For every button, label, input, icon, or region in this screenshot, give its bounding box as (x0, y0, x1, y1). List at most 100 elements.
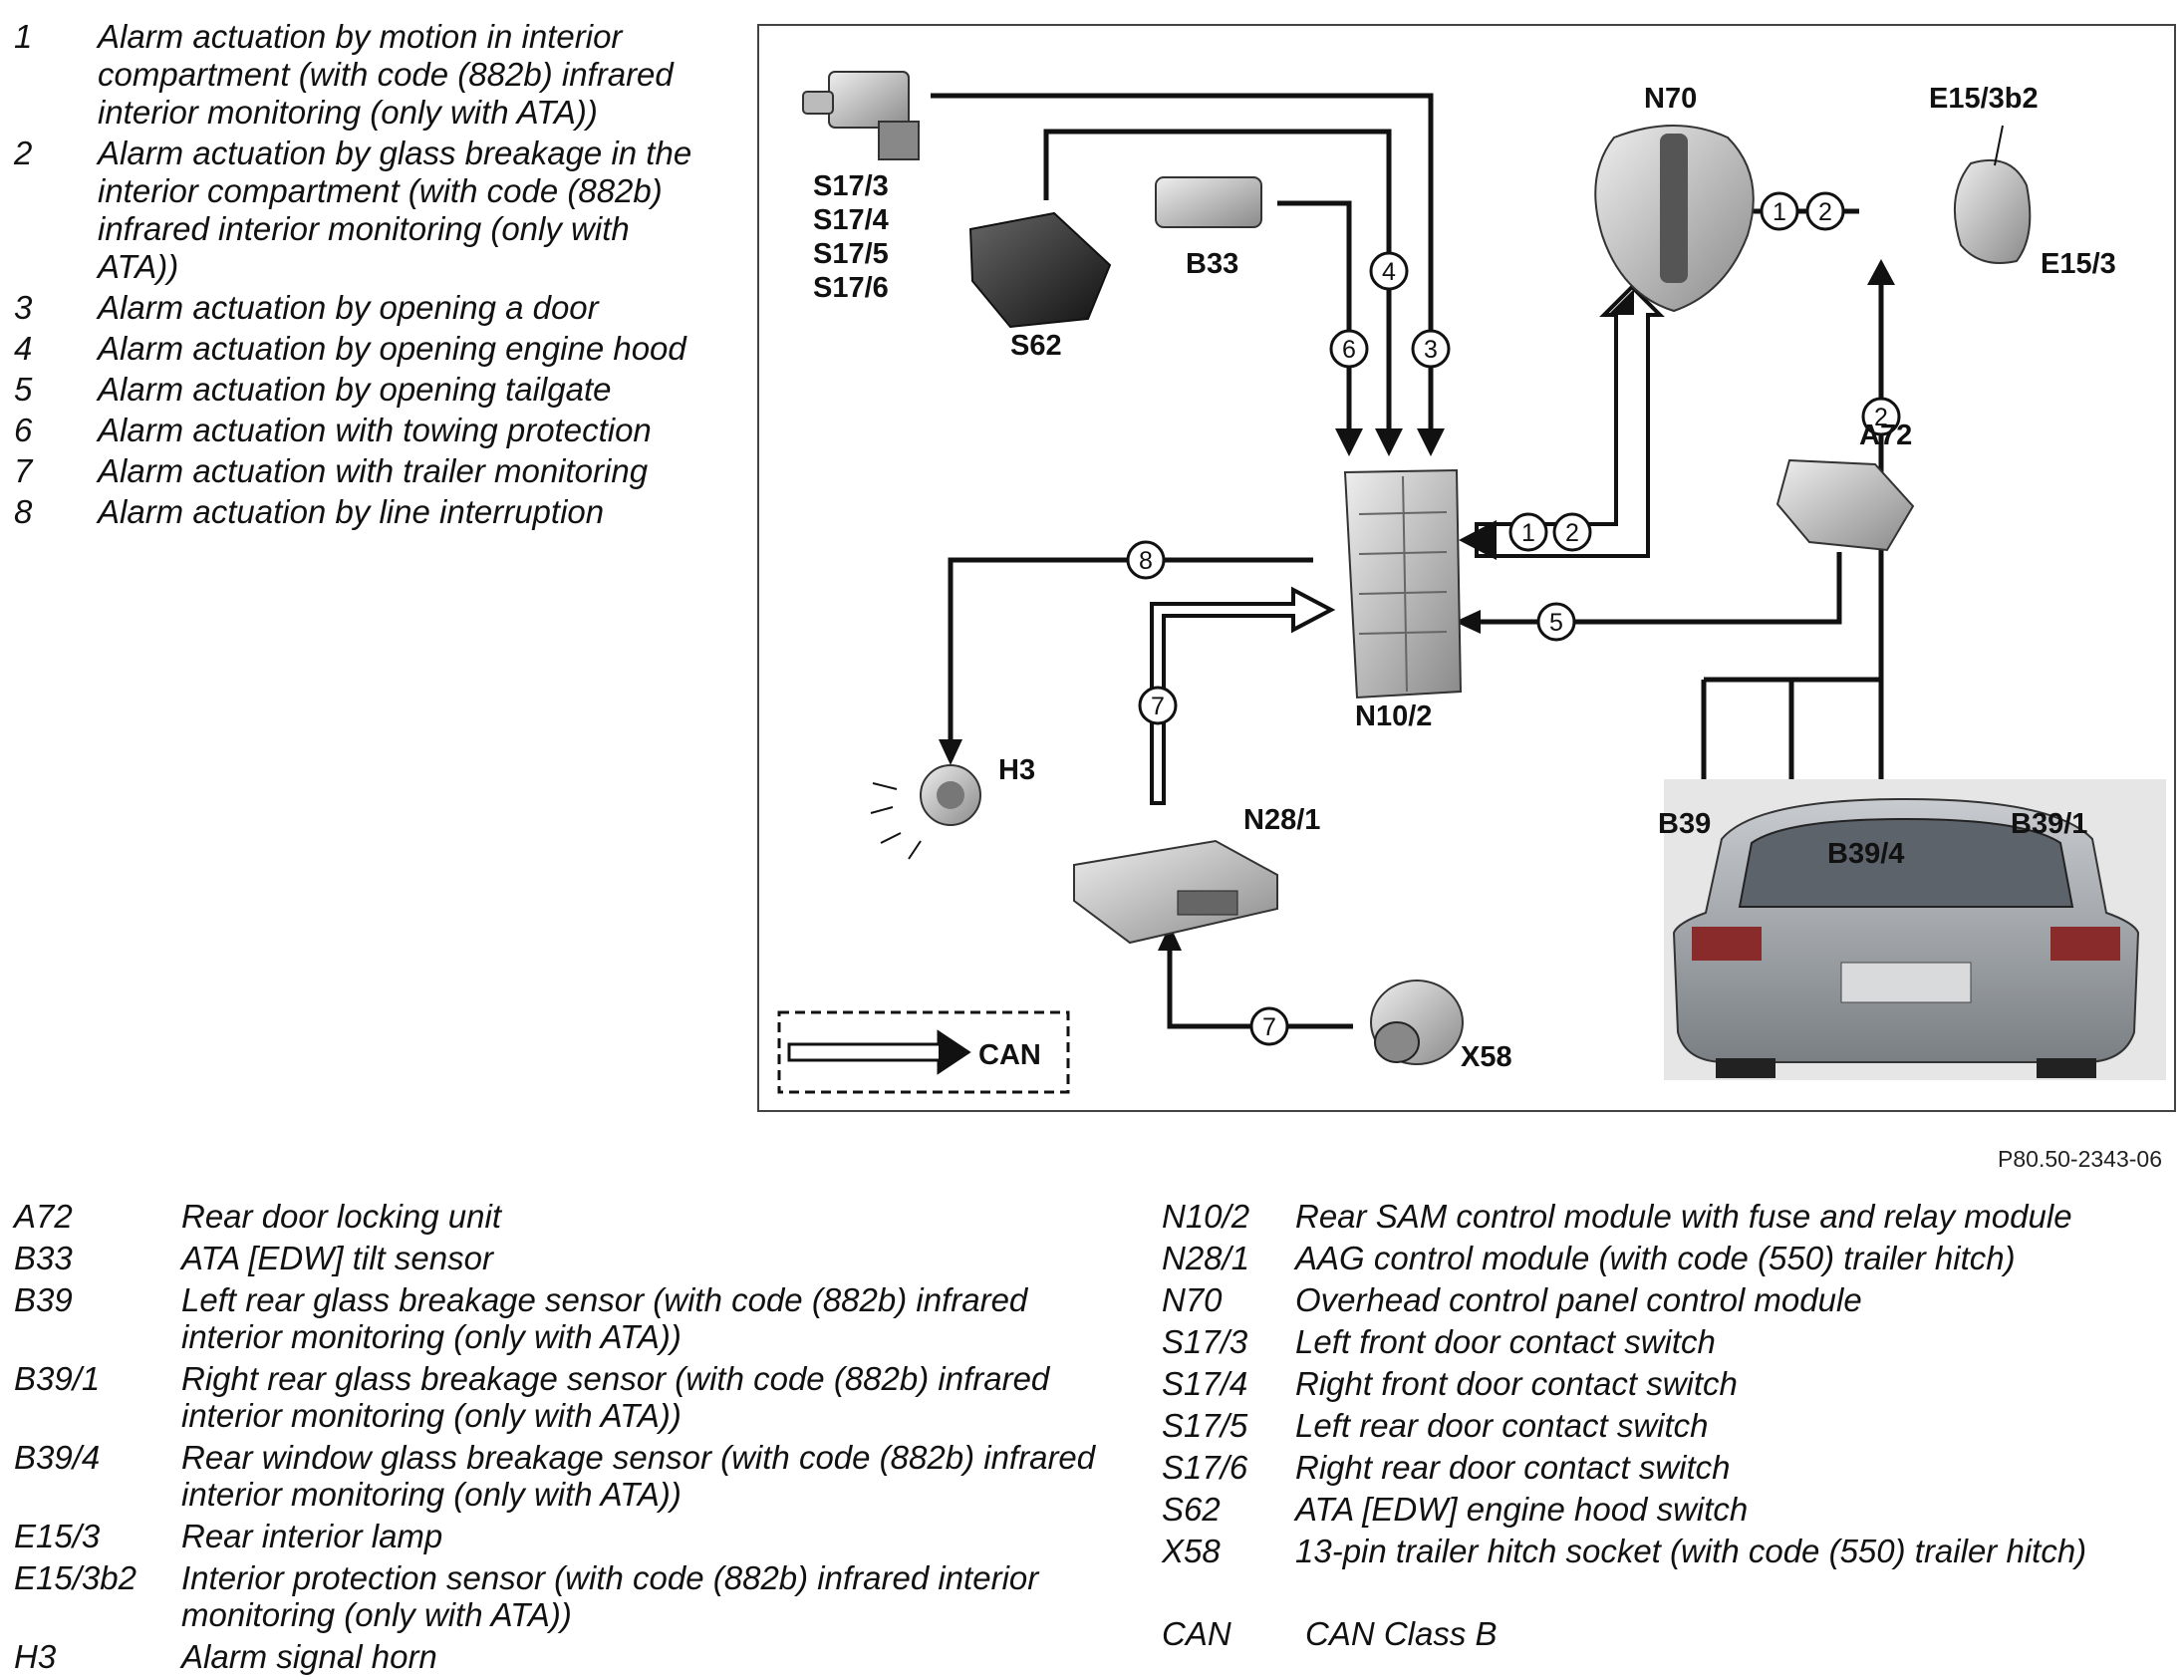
label-e153b2: E15/3b2 (1929, 83, 2039, 115)
b33-sensor-image (1155, 176, 1262, 228)
legend-code: N70 (1162, 1281, 1223, 1318)
component-labels: S17/3 S17/4 S17/5 S17/6 S62 B33 N70 E15/… (813, 83, 2116, 1073)
marker-1: 1 (1773, 198, 1786, 226)
legend-code: N10/2 (1162, 1198, 1250, 1235)
legend-desc: 13-pin trailer hitch socket (with code (… (1295, 1533, 2087, 1569)
legend-code: CAN (1162, 1615, 1231, 1652)
legend-desc: Right front door contact switch (1295, 1365, 1738, 1402)
legend-code: A72 (14, 1198, 73, 1235)
legend-code: S17/4 (1162, 1365, 1248, 1402)
legend-row: N28/1 AAG control module (with code (550)… (1162, 1240, 2168, 1276)
legend-desc: Right rear door contact switch (1295, 1449, 1731, 1486)
item-number: 4 (14, 330, 33, 367)
legend-code: S17/3 (1162, 1323, 1248, 1360)
legend-code: S17/6 (1162, 1449, 1248, 1486)
list-item: 4 Alarm actuation by opening engine hood (14, 330, 701, 368)
label-a72: A72 (1859, 420, 1912, 451)
label-e153: E15/3 (2041, 248, 2116, 280)
legend-code: S62 (1162, 1491, 1221, 1528)
legend-desc: Overhead control panel control module (1295, 1281, 1862, 1318)
legend-row: B39/1 Right rear glass breakage sensor (w… (14, 1360, 1130, 1434)
label-h3: H3 (998, 754, 1035, 786)
item-number: 8 (14, 493, 33, 530)
alarm-system-diagram: 4 3 6 1 2 2 1 2 5 8 7 7 (757, 24, 2176, 1112)
legend-desc: ATA [EDW] engine hood switch (1295, 1491, 1749, 1528)
legend-desc: Rear interior lamp (181, 1518, 443, 1554)
h3-horn-image (870, 764, 981, 860)
n281-module-image (1073, 839, 1278, 945)
legend-row: S17/6 Right rear door contact switch (1162, 1449, 2168, 1486)
legend-code: N28/1 (1162, 1240, 1250, 1276)
label-x58: X58 (1461, 1041, 1512, 1073)
marker-2: 2 (1565, 519, 1579, 547)
legend-row: B33 ATA [EDW] tilt sensor (14, 1240, 1130, 1276)
item-number: 7 (14, 452, 33, 489)
can-label: CAN (978, 1039, 1041, 1071)
marker-8: 8 (1139, 547, 1153, 575)
can-legend-row: CAN CAN Class B (1162, 1615, 2168, 1652)
marker-6: 6 (1342, 336, 1356, 364)
marker-2: 2 (1818, 198, 1832, 226)
legend-desc: Alarm signal horn (181, 1638, 437, 1675)
item-number: 2 (14, 135, 33, 171)
x58-socket-image (1370, 980, 1464, 1065)
legend-code: E15/3 (14, 1518, 101, 1554)
item-text: Alarm actuation by glass breakage in the… (98, 135, 692, 285)
legend-code: B33 (14, 1240, 73, 1276)
label-b39: B39 (1658, 808, 1711, 840)
legend-row: S62 ATA [EDW] engine hood switch (1162, 1491, 2168, 1528)
legend-code: B39/4 (14, 1439, 101, 1476)
marker-3: 3 (1424, 336, 1438, 364)
marker-5: 5 (1549, 609, 1563, 637)
marker-2: 2 (1874, 404, 1888, 431)
e153-lamp-image (1953, 125, 2032, 264)
label-b33: B33 (1186, 248, 1238, 280)
marker-1: 1 (1521, 519, 1535, 547)
label-b391: B39/1 (2011, 808, 2087, 840)
label-s17-4: S17/4 (813, 204, 889, 236)
s62-switch-image (968, 211, 1112, 329)
legend-desc: AAG control module (with code (550) trai… (1295, 1240, 2016, 1276)
item-text: Alarm actuation with trailer monitoring (98, 452, 649, 489)
marker-circles (1126, 191, 1901, 1046)
legend-desc: Right rear glass breakage sensor (with c… (181, 1360, 1050, 1434)
n70-module-image (1594, 125, 1755, 313)
label-n102: N10/2 (1355, 700, 1432, 732)
legend-code: S17/5 (1162, 1407, 1248, 1444)
item-text: Alarm actuation by motion in interior co… (98, 18, 674, 131)
label-s62: S62 (1010, 330, 1062, 362)
legend-row: E15/3 Rear interior lamp (14, 1518, 1130, 1554)
legend-row: N10/2 Rear SAM control module with fuse a… (1162, 1198, 2168, 1235)
item-number: 5 (14, 371, 33, 408)
legend-desc: ATA [EDW] tilt sensor (181, 1240, 493, 1276)
item-text: Alarm actuation by opening engine hood (98, 330, 686, 367)
legend-row: N70 Overhead control panel control module (1162, 1281, 2168, 1318)
marker-4: 4 (1382, 258, 1396, 286)
label-s17-3: S17/3 (813, 170, 889, 202)
legend-code: X58 (1162, 1533, 1221, 1569)
legend-row: X58 13-pin trailer hitch socket (with cod… (1162, 1533, 2168, 1569)
legend-code: B39/1 (14, 1360, 101, 1397)
figure-reference: P80.50-2343-06 (1998, 1146, 2162, 1172)
legend-row: S17/4 Right front door contact switch (1162, 1365, 2168, 1402)
item-number: 3 (14, 289, 33, 326)
legend-code: E15/3b2 (14, 1559, 136, 1596)
legend-row: B39/4 Rear window glass breakage sensor (… (14, 1439, 1130, 1513)
legend-desc: Rear window glass breakage sensor (with … (181, 1439, 1096, 1513)
marker-labels: 4 3 6 1 2 2 1 2 5 8 7 7 (1139, 198, 1888, 1041)
legend-desc: Left rear door contact switch (1295, 1407, 1709, 1444)
marker-7: 7 (1151, 693, 1165, 720)
legend-desc: Rear SAM control module with fuse and re… (1295, 1198, 2072, 1235)
legend-desc: CAN Class B (1305, 1615, 1498, 1652)
legend-right: N10/2 Rear SAM control module with fuse a… (1162, 1198, 2168, 1657)
n102-module-image (1343, 468, 1463, 700)
diagram-svg: 4 3 6 1 2 2 1 2 5 8 7 7 (777, 71, 2166, 1094)
